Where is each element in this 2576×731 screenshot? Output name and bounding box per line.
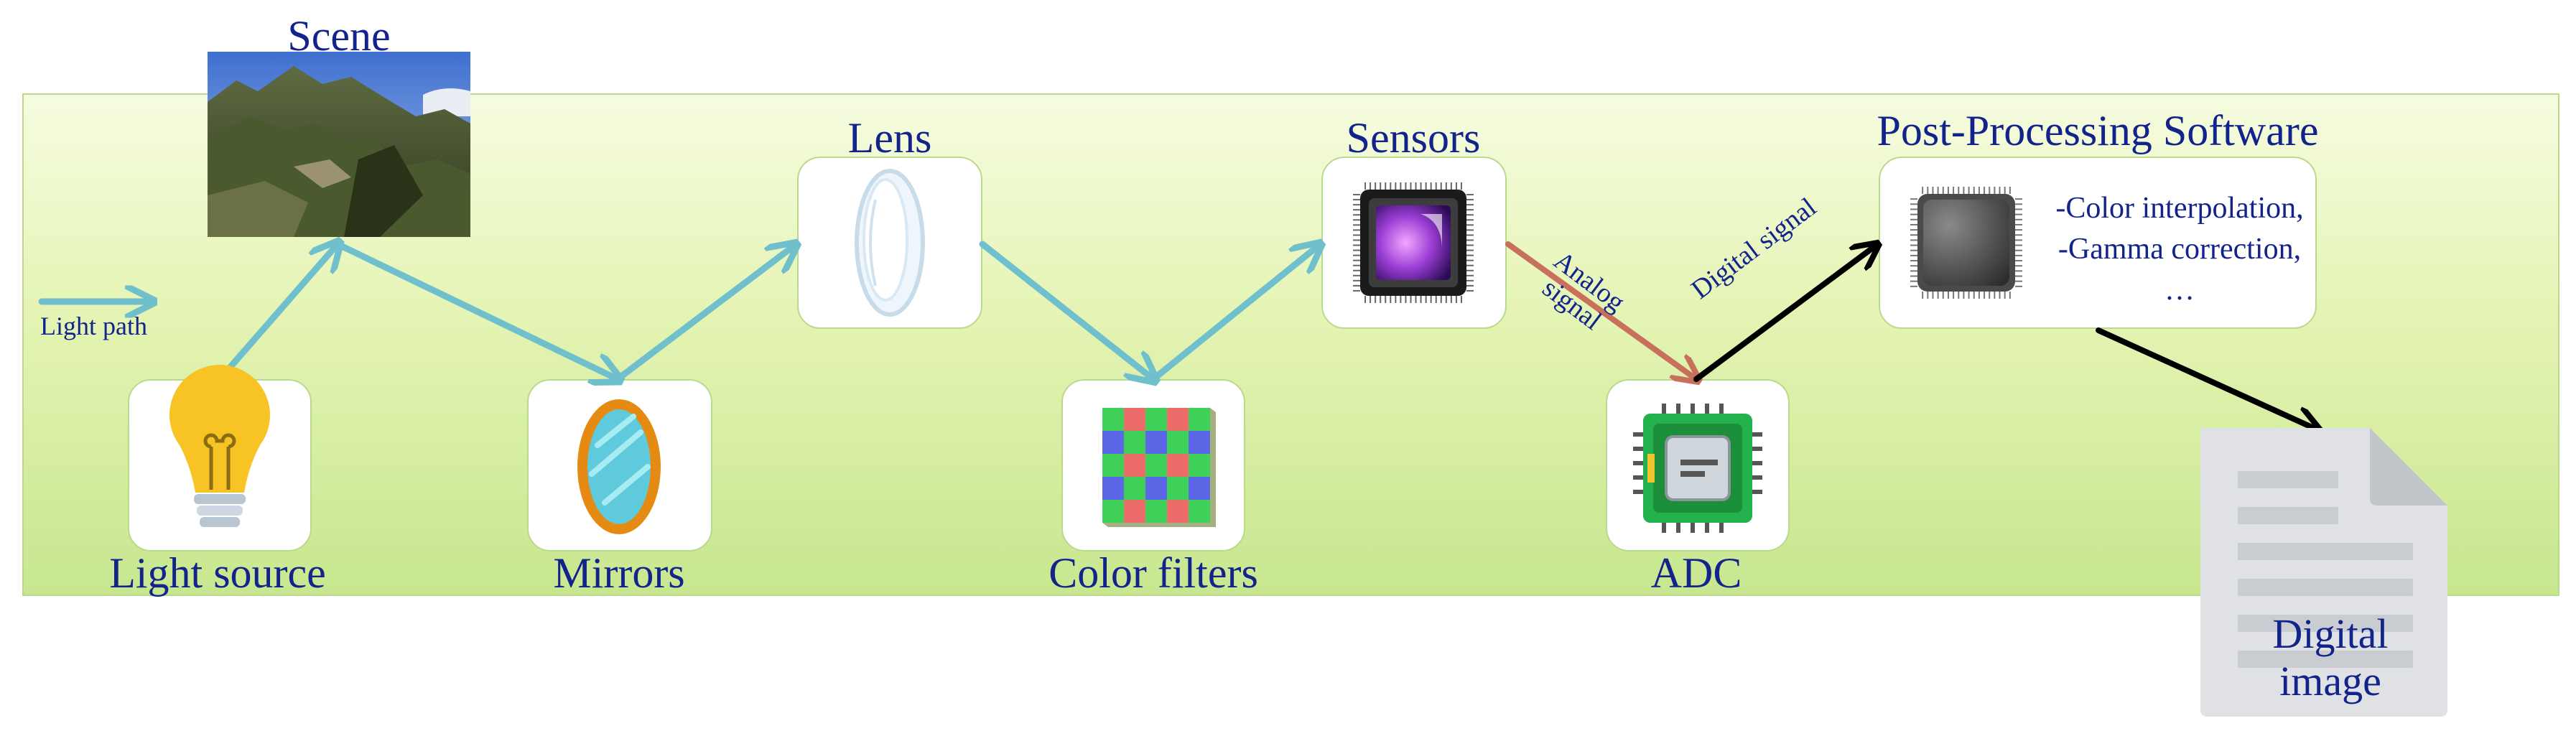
lens-icon xyxy=(855,169,925,317)
output-arrow xyxy=(2096,327,2317,429)
sensors-label: Sensors xyxy=(1346,114,1481,162)
processor-chip-icon xyxy=(1910,187,2022,299)
light-source-label: Light source xyxy=(109,549,326,597)
lens-label: Lens xyxy=(847,114,932,162)
digital-image-line2: image xyxy=(2279,658,2381,704)
document-icon xyxy=(2200,428,2447,717)
lightbulb-icon xyxy=(169,365,270,527)
mirror-icon xyxy=(577,399,661,534)
arrow-filters-to-sensors xyxy=(1150,246,1319,383)
digital-signal-arrow xyxy=(1693,246,1876,382)
post-processing-steps: -Color interpolation, -Gamma correction,… xyxy=(2025,188,2334,311)
adc-label: ADC xyxy=(1650,549,1742,597)
analog-signal-arrow xyxy=(1505,241,1696,379)
scene-photo xyxy=(208,52,470,237)
pp-step-2: -Gamma correction, xyxy=(2057,233,2302,266)
light-path-label: Light path xyxy=(40,312,147,340)
scene-label: Scene xyxy=(287,12,391,60)
adc-chip-icon xyxy=(1633,404,1762,533)
arrow-lens-to-filters xyxy=(979,241,1153,379)
arrow-scene-to-mirrors xyxy=(334,241,618,379)
bayer-filter-icon xyxy=(1102,408,1216,527)
mirrors-label: Mirrors xyxy=(553,549,685,597)
digital-image-line1: Digital xyxy=(2272,610,2389,657)
post-processing-label: Post-Processing Software xyxy=(1877,107,2319,154)
color-filters-label: Color filters xyxy=(1048,549,1258,597)
arrow-source-to-scene xyxy=(216,244,338,383)
arrow-mirrors-to-lens xyxy=(614,246,794,383)
pp-step-1: -Color interpolation, xyxy=(2055,192,2304,225)
pp-step-3: … xyxy=(2165,274,2195,307)
digital-image-label: Digital image xyxy=(2255,610,2406,705)
sensor-chip-icon xyxy=(1353,182,1474,303)
